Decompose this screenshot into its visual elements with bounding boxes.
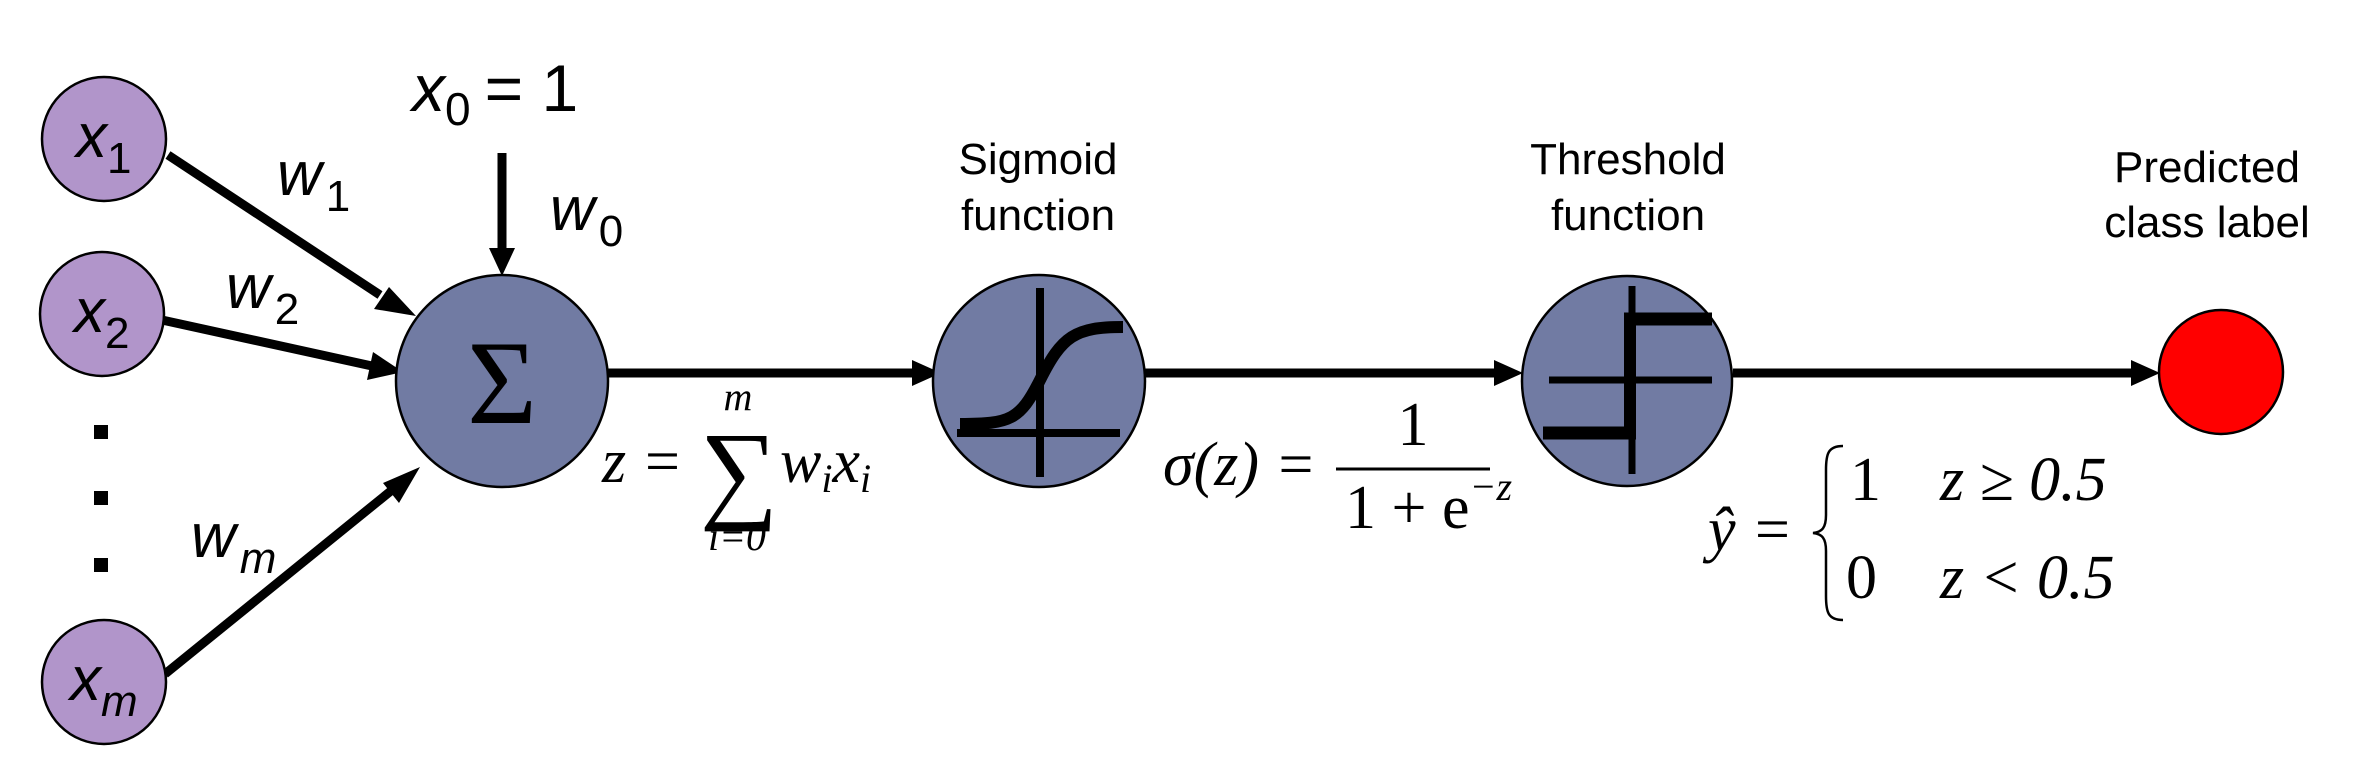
- weight-label-w0: w0: [550, 175, 623, 256]
- sum-node: Σ: [394, 273, 610, 489]
- arrowhead-bias: [489, 248, 515, 276]
- weight-label-w1: w1: [277, 140, 350, 221]
- arrowhead-output: [2131, 360, 2160, 386]
- svg-text:xm: xm: [67, 645, 138, 726]
- edge-x2-to-sum: [161, 315, 373, 371]
- threshold-label-line1: Threshold: [1530, 135, 1726, 184]
- arrowhead-threshold: [1494, 360, 1523, 386]
- output-node: Predicted class label: [2104, 143, 2310, 436]
- output-node-circle: [2157, 308, 2285, 436]
- edge-xm-to-sum: [162, 486, 395, 678]
- input-node-circle: [38, 250, 166, 378]
- case-0-condition: z < 0.5: [1939, 544, 2114, 612]
- sigmoid-label-line1: Sigmoid: [959, 135, 1118, 184]
- arrowhead-xm: [383, 467, 420, 503]
- weight-label-w2: w2: [226, 253, 299, 334]
- threshold-node: Threshold function: [1520, 135, 1734, 488]
- step-function-icon: [1543, 286, 1712, 474]
- input-var: x: [67, 645, 103, 714]
- sigma-symbol: Σ: [467, 316, 537, 449]
- input-node-x2: x2: [38, 250, 166, 378]
- formula-eq: =: [645, 428, 680, 496]
- formula-sigma: ∑: [700, 410, 778, 532]
- weight-label-wm: wm: [191, 502, 276, 583]
- formula-upper: m: [724, 374, 753, 419]
- input-sub: 2: [105, 309, 129, 358]
- input-var: x: [71, 277, 107, 346]
- dot: [94, 491, 108, 505]
- edges: [161, 151, 2160, 678]
- threshold-formula-lhs: ŷ =: [1702, 496, 1793, 564]
- output-label-line2: class label: [2104, 198, 2309, 247]
- input-sub: m: [101, 677, 138, 726]
- arrowhead-x1: [374, 287, 416, 316]
- threshold-label-line2: function: [1551, 191, 1705, 240]
- formula-term: wixi: [780, 428, 871, 501]
- input-sub: 1: [107, 134, 131, 183]
- output-label-line1: Predicted: [2114, 143, 2300, 192]
- input-node-circle: [40, 618, 168, 746]
- edge-x1-to-sum: [165, 151, 383, 299]
- dot: [94, 558, 108, 572]
- formula-lower: i=0: [708, 514, 766, 559]
- case-0-value: 0: [1846, 544, 1877, 612]
- input-node-x1: x1: [40, 75, 168, 203]
- sigmoid-formula-lhs: σ(z) =: [1163, 431, 1316, 499]
- input-var: x: [73, 102, 109, 171]
- bias-label: x0= 1: [409, 51, 578, 135]
- ellipsis-dots: [94, 425, 108, 572]
- sigmoid-label-line2: function: [961, 191, 1115, 240]
- sigmoid-curve-icon: [957, 288, 1124, 477]
- sigmoid-node: Sigmoid function: [931, 135, 1147, 489]
- sum-node-circle: [394, 273, 610, 489]
- case-1-condition: z ≥ 0.5: [1939, 446, 2107, 514]
- input-node-circle: [40, 75, 168, 203]
- svg-text:x2: x2: [71, 277, 129, 358]
- case-1-value: 1: [1850, 446, 1881, 514]
- formula-lhs: z: [601, 428, 626, 496]
- arrowhead-x2: [367, 352, 403, 380]
- sigmoid-formula-denominator: 1 + e−z: [1345, 464, 1512, 542]
- net-input-formula: z = m ∑ i=0 wixi: [601, 374, 871, 559]
- dot: [94, 425, 108, 439]
- input-node-xm: xm: [40, 618, 168, 746]
- sigmoid-formula-numerator: 1: [1398, 391, 1429, 459]
- svg-text:x1: x1: [73, 102, 131, 183]
- arrowhead-sigmoid: [912, 360, 941, 386]
- threshold-formula: ŷ = 1 z ≥ 0.5 0 z < 0.5: [1702, 444, 2114, 622]
- case-brace: [1812, 444, 1844, 622]
- sigmoid-formula: σ(z) = 1 1 + e−z: [1163, 391, 1512, 542]
